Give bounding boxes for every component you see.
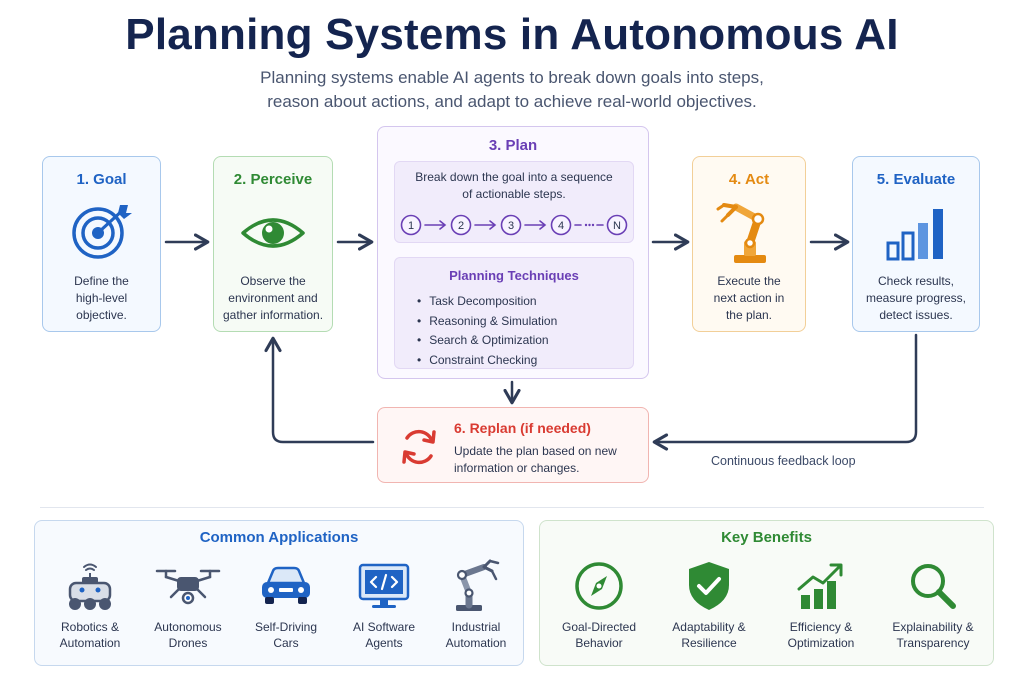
benefit-label: Adaptability &Resilience — [672, 620, 746, 650]
step-evaluate-desc: Check results,measure progress,detect is… — [865, 274, 967, 322]
technique-item: Reasoning & Simulation — [417, 312, 557, 332]
arrow-evaluate-to-replan — [652, 333, 918, 451]
step-replan-card: 6. Replan (if needed) Update the plan ba… — [377, 407, 649, 483]
page-subtitle-line-2: reason about actions, and adapt to achie… — [267, 92, 757, 111]
application-item: Robotics &Automation — [41, 555, 139, 663]
application-label: Robotics &Automation — [59, 620, 121, 650]
page-subtitle-line-1: Planning systems enable AI agents to bre… — [260, 68, 764, 87]
sequence-step-1: 1 — [408, 220, 414, 232]
applications-panel: Common Applications Robotics &Automation… — [34, 520, 524, 666]
arrow-replan-to-perceive — [264, 336, 375, 444]
eye-icon — [241, 218, 305, 248]
step-act-title: 4. Act — [728, 171, 770, 188]
compass-icon — [575, 562, 623, 610]
drone-icon — [155, 569, 221, 605]
planning-techniques-list: Task Decomposition Reasoning & Simulatio… — [417, 292, 557, 370]
refresh-icon — [402, 429, 436, 465]
feedback-loop-label: Continuous feedback loop — [711, 454, 856, 468]
code-monitor-icon — [358, 563, 410, 608]
sequence-step-4: 4 — [558, 220, 564, 232]
shield-check-icon — [689, 562, 729, 610]
plan-intro-line-1: Break down the goal into a sequence — [415, 170, 613, 184]
sequence-step-2: 2 — [458, 220, 464, 232]
step-perceive-title: 2. Perceive — [233, 171, 313, 188]
step-goal-title: 1. Goal — [76, 171, 127, 188]
robot-car-icon — [68, 563, 112, 610]
applications-title: Common Applications — [199, 529, 359, 546]
target-icon — [71, 205, 132, 259]
benefit-item: Efficiency &Optimization — [772, 555, 870, 663]
growth-chart-icon — [797, 563, 843, 609]
planning-techniques-box: Planning Techniques Task Decomposition R… — [394, 257, 634, 369]
robot-arm-icon — [716, 203, 766, 263]
page-title: Planning Systems in Autonomous AI — [125, 10, 899, 59]
step-sequence: 1 2 3 4 N — [400, 214, 628, 236]
car-icon — [262, 566, 310, 604]
step-plan-title: 3. Plan — [488, 137, 538, 154]
step-plan-card: 3. Plan Break down the goal into a seque… — [377, 126, 649, 379]
step-replan-title: 6. Replan (if needed) — [454, 420, 591, 436]
benefit-item: Adaptability &Resilience — [660, 555, 758, 663]
plan-intro-line-2: of actionable steps. — [462, 187, 566, 201]
plan-sequence-box: Break down the goal into a sequence of a… — [394, 161, 634, 243]
section-divider — [40, 507, 984, 508]
technique-item: Search & Optimization — [417, 331, 557, 351]
magnifier-icon — [911, 564, 956, 609]
sequence-step-n: N — [613, 220, 621, 232]
benefits-title: Key Benefits — [721, 529, 812, 546]
planning-techniques-title: Planning Techniques — [449, 268, 579, 283]
technique-item: Task Decomposition — [417, 292, 557, 312]
step-evaluate-title: 5. Evaluate — [876, 171, 956, 188]
benefit-label: Efficiency &Optimization — [787, 620, 855, 650]
sequence-step-3: 3 — [508, 220, 514, 232]
benefit-label: Explainability &Transparency — [892, 620, 974, 650]
robot-arm-icon — [456, 559, 500, 611]
benefit-item: Explainability &Transparency — [884, 555, 982, 663]
step-evaluate-card: 5. Evaluate Check results,measure progre… — [852, 156, 980, 332]
technique-item: Constraint Checking — [417, 351, 557, 371]
bar-chart-icon — [886, 209, 943, 261]
